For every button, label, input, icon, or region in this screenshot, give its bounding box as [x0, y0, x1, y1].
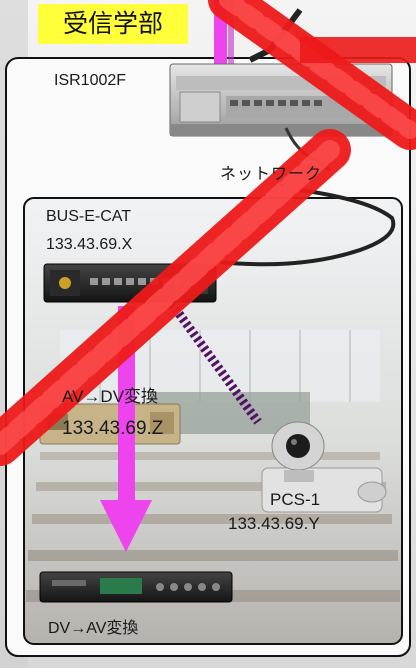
router-label: ISR1002F — [54, 72, 127, 89]
av-dv-converter-device-icon — [39, 403, 181, 445]
switch-name: BUS-E-CAT — [46, 208, 132, 225]
av-dv-converter-ip: 133.43.69.Z — [62, 418, 164, 439]
av-dv-converter-name: AV→DV変換 — [62, 387, 159, 406]
camera-ip: 133.43.69.Y — [228, 514, 320, 533]
network-label: ネットワーク — [220, 166, 323, 183]
dv-av-converter-device-icon — [39, 571, 233, 603]
camera-name: PCS-1 — [270, 490, 321, 509]
dv-av-converter-name: DV→AV変換 — [48, 620, 139, 637]
red-cross-out — [0, 0, 416, 466]
camera-cable — [168, 301, 262, 425]
switch-router-cable — [219, 188, 396, 267]
department-title: 受信学部 — [38, 4, 188, 44]
camera-device-icon — [261, 421, 387, 513]
switch-ip: 133.43.69.X — [46, 236, 133, 253]
